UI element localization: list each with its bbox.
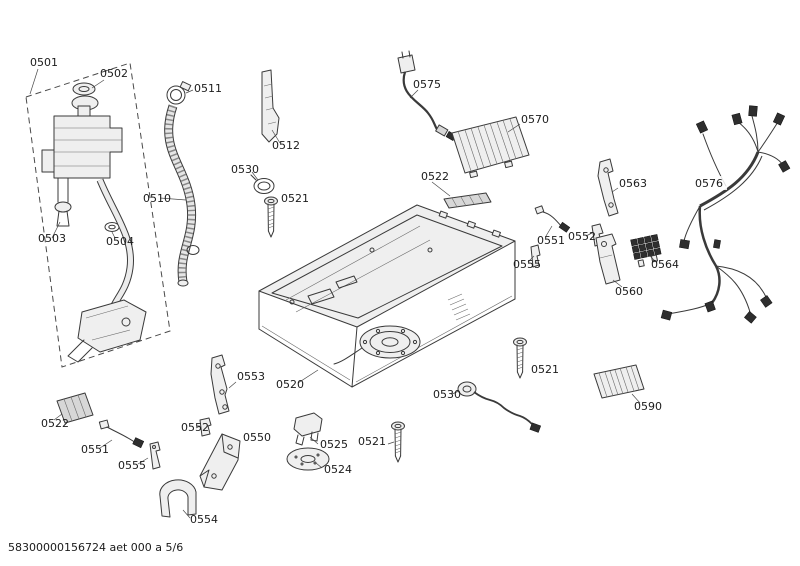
part-label-0551-right: 0551 — [537, 234, 565, 247]
part-label-0510: 0510 — [143, 192, 171, 205]
part-label-0570: 0570 — [521, 113, 549, 126]
part-label-0555-bottom: 0555 — [118, 459, 146, 472]
bracket-0553 — [210, 354, 230, 415]
part-label-0503: 0503 — [38, 232, 66, 245]
part-label-0511: 0511 — [194, 82, 222, 95]
part-label-0564: 0564 — [651, 258, 679, 271]
power-cord-0575 — [397, 50, 457, 141]
part-label-0575: 0575 — [413, 78, 441, 91]
part-label-0521-mid: 0521 — [531, 363, 559, 376]
grommet-cable-0530-bottom — [457, 381, 542, 433]
disc-0524 — [286, 447, 330, 471]
part-label-0560: 0560 — [615, 285, 643, 298]
part-label-0555-right: 0555 — [513, 258, 541, 271]
bracket-0560 — [595, 233, 621, 285]
part-label-0550: 0550 — [243, 431, 271, 444]
part-label-0520: 0520 — [276, 378, 304, 391]
label-backplate — [693, 176, 727, 190]
part-label-0504: 0504 — [106, 235, 134, 248]
part-label-0521-bottom: 0521 — [358, 435, 386, 448]
document-code: 58300000156724 aet 000 a 5/6 — [8, 541, 183, 554]
part-label-0525: 0525 — [320, 438, 348, 451]
bracket-0550 — [199, 433, 241, 491]
screw-0521-mid — [513, 337, 527, 379]
mounting-stake-0512 — [261, 69, 280, 143]
part-label-0512: 0512 — [272, 139, 300, 152]
clip-0552-bottom — [199, 417, 212, 437]
screw-0521-top — [264, 196, 278, 238]
part-label-0590: 0590 — [634, 400, 662, 413]
part-label-0554: 0554 — [190, 513, 218, 526]
aquastop-valve-body — [41, 105, 123, 179]
part-label-0530-bottom: 0530 — [433, 388, 461, 401]
sump-assembly — [333, 325, 421, 365]
bracket-0555-right — [530, 244, 541, 268]
dashed-enclosure — [25, 62, 171, 368]
vent-grid — [447, 293, 471, 321]
hose-clamp-0511 — [166, 81, 192, 105]
part-label-0501: 0501 — [30, 56, 58, 69]
clamp-0530-top — [250, 174, 275, 194]
part-label-0502: 0502 — [100, 67, 128, 80]
part-label-0521-top: 0521 — [281, 192, 309, 205]
cable-0551-right — [534, 205, 571, 233]
base-pan-0520 — [258, 204, 516, 388]
drain-hose-0510 — [164, 104, 200, 287]
part-label-0551-bottom: 0551 — [81, 443, 109, 456]
part-labels: 0501 0502 0511 0512 0575 0570 0530 0522 … — [30, 56, 727, 526]
inlet-nozzle-0503 — [54, 177, 72, 227]
cable-0551-bottom — [98, 419, 145, 449]
seal-ring-0504 — [104, 222, 120, 232]
strip-0522-bottom — [56, 392, 94, 424]
part-label-0522-bottom: 0522 — [41, 417, 69, 430]
ribbed-strip-0590 — [593, 364, 645, 399]
strip-0522-top — [443, 192, 492, 209]
flow-through-unit — [67, 299, 147, 363]
bracket-0555-bottom — [149, 441, 161, 470]
mount-0525 — [293, 412, 323, 446]
part-label-0522-top: 0522 — [421, 170, 449, 183]
part-label-0524: 0524 — [324, 463, 352, 476]
part-label-0553: 0553 — [237, 370, 265, 383]
part-label-0576: 0576 — [695, 177, 723, 190]
terminal-grid-0564 — [630, 234, 662, 268]
part-label-0563: 0563 — [619, 177, 647, 190]
part-label-0552-bottom: 0552 — [181, 421, 209, 434]
leader-lines — [29, 68, 657, 519]
hose-ring — [186, 245, 200, 255]
clamp-0554 — [159, 479, 197, 518]
part-label-0530-top: 0530 — [231, 163, 259, 176]
water-inlet-assembly-group — [25, 62, 171, 368]
wiring-harness-0576 — [660, 105, 791, 324]
inlet-hose-loop — [96, 178, 135, 312]
bracket-0563 — [597, 158, 619, 217]
part-label-0552-right: 0552 — [568, 230, 596, 243]
